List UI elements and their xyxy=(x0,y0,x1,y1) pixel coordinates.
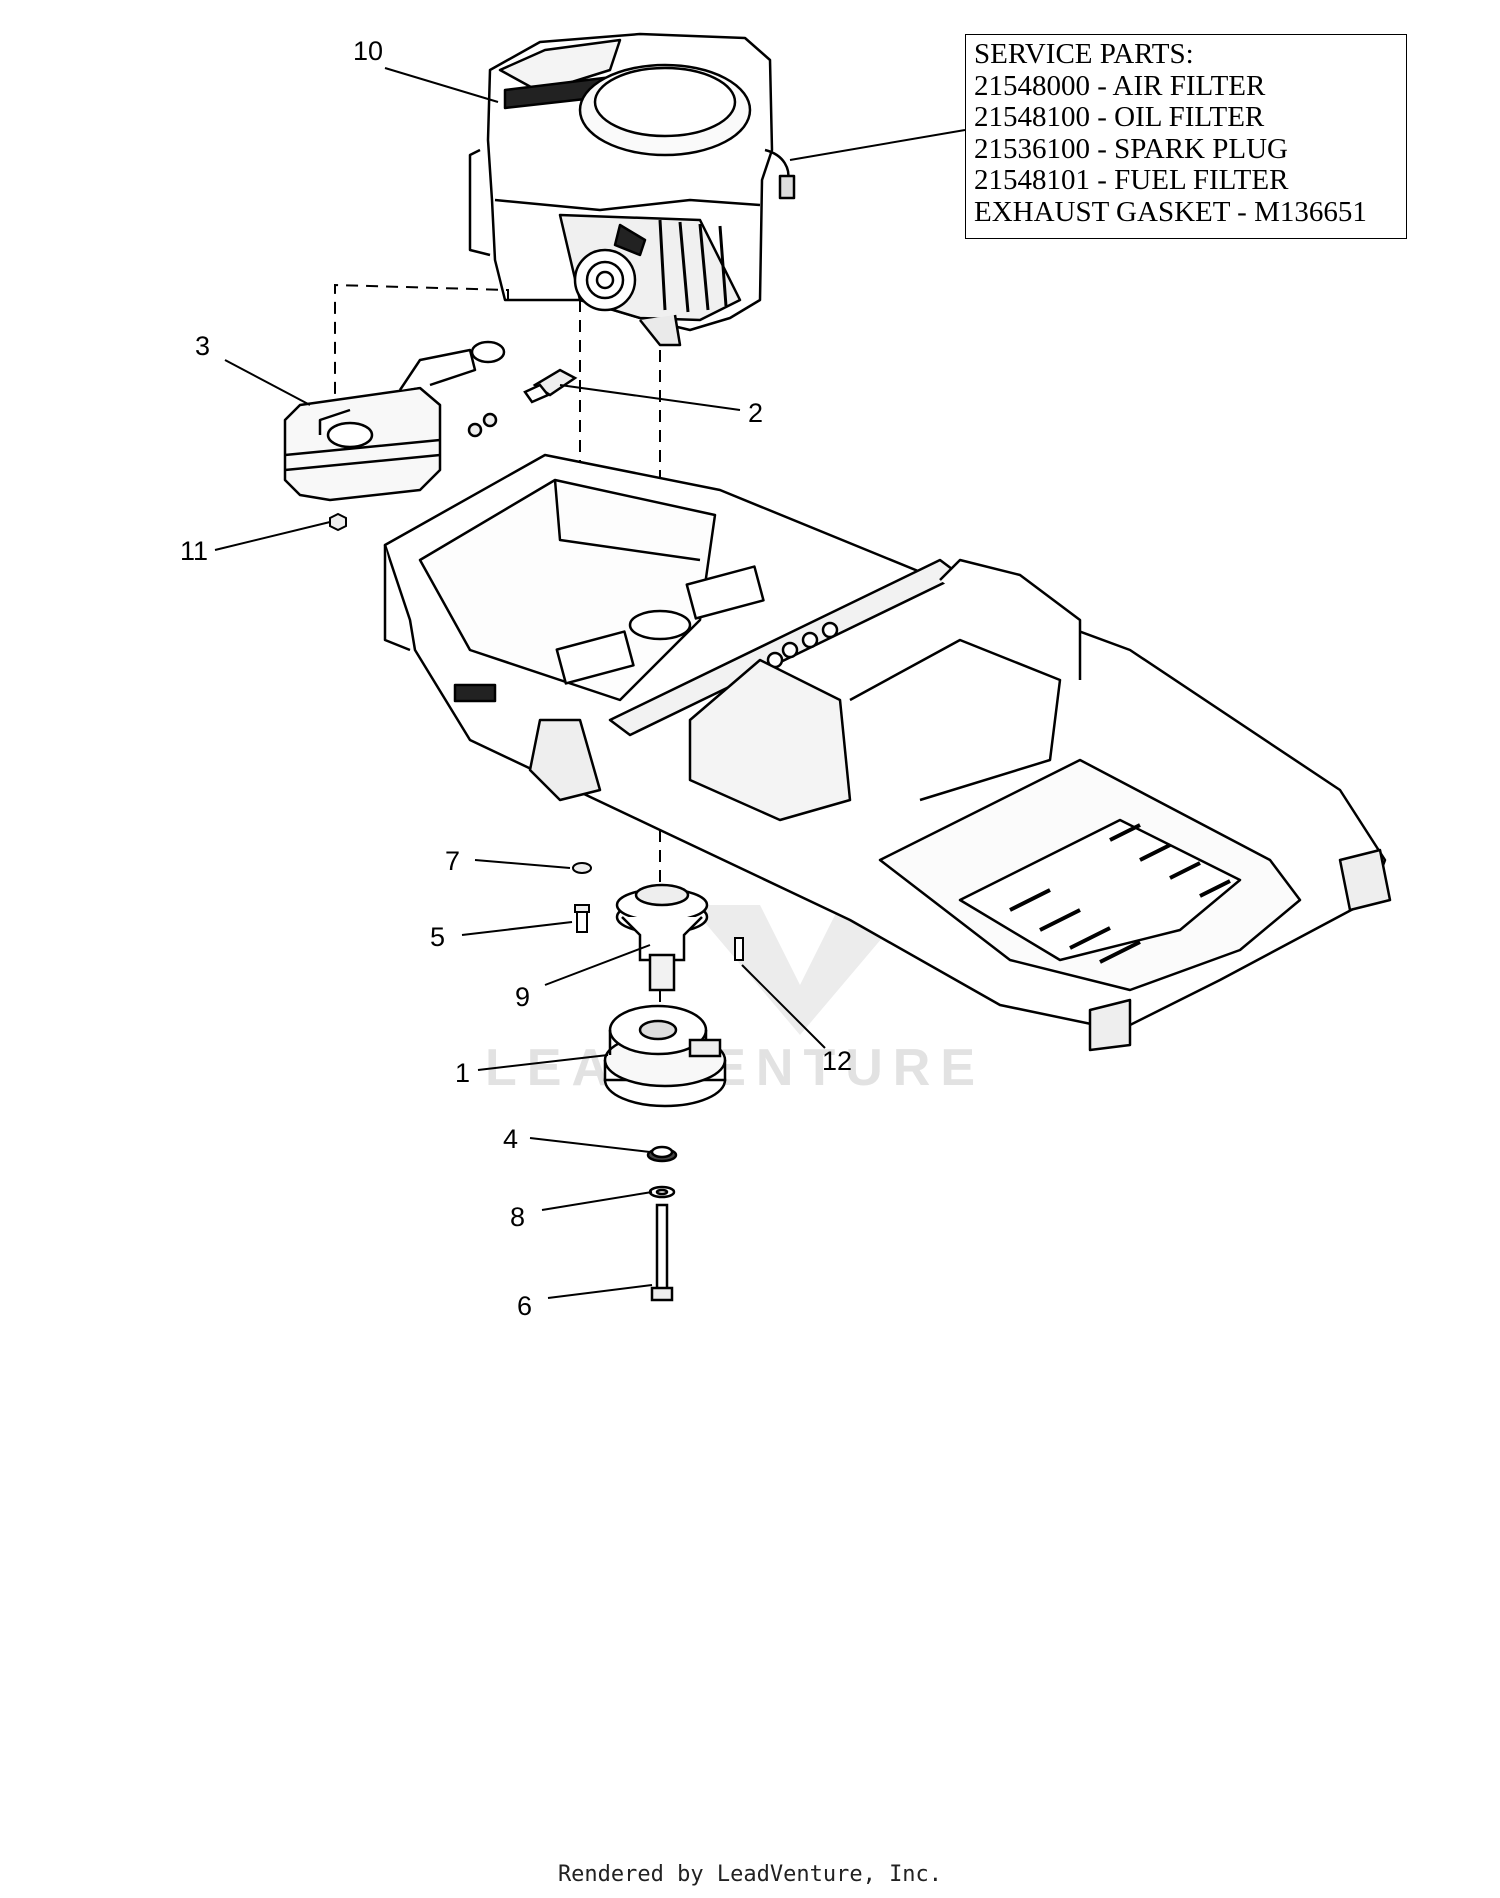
leader-7 xyxy=(474,859,571,869)
frame xyxy=(383,453,1392,1052)
engine xyxy=(468,32,796,347)
callout-4: 4 xyxy=(503,1124,518,1154)
service-parts-title: SERVICE PARTS: xyxy=(974,38,1194,70)
callout-3: 3 xyxy=(195,331,210,361)
watermark: LEADVENTURE xyxy=(485,905,985,1097)
footer-credit: Rendered by LeadVenture, Inc. xyxy=(557,1862,943,1887)
service-part-air-filter: 21548000 - AIR FILTER xyxy=(974,69,1266,102)
service-part-spark-plug: 21536100 - SPARK PLUG xyxy=(974,132,1288,165)
leader-2 xyxy=(559,384,741,411)
service-parts-box: SERVICE PARTS: 21548000 - AIR FILTER 215… xyxy=(965,34,1407,239)
leader-4 xyxy=(529,1137,651,1153)
callout-6: 6 xyxy=(517,1291,532,1321)
callout-11: 11 xyxy=(180,536,208,566)
clutch-hardware xyxy=(646,1145,678,1302)
leader-11 xyxy=(214,521,331,551)
fitting xyxy=(523,368,578,404)
watermark-text: LEADVENTURE xyxy=(485,1039,985,1097)
service-part-oil-filter: 21548100 - OIL FILTER xyxy=(974,101,1265,133)
leader-9 xyxy=(544,944,651,986)
leader-8 xyxy=(541,1191,653,1211)
leader-12 xyxy=(741,964,826,1049)
leader-5 xyxy=(461,921,573,936)
callout-8: 8 xyxy=(510,1202,525,1232)
service-part-exhaust-gasket: EXHAUST GASKET - M136651 xyxy=(974,195,1367,228)
leader-3 xyxy=(224,359,311,406)
leader-lines xyxy=(214,67,966,1299)
leader-1 xyxy=(477,1054,609,1071)
service-part-fuel-filter: 21548101 - FUEL FILTER xyxy=(974,164,1289,196)
callouts: 10 3 2 11 7 5 9 12 1 4 8 6 xyxy=(180,36,852,1321)
small-hardware xyxy=(572,862,744,961)
callout-12: 12 xyxy=(822,1046,852,1076)
watermark-logo xyxy=(690,905,910,1035)
callout-7: 7 xyxy=(445,846,460,876)
leader-10 xyxy=(384,67,499,103)
callout-1: 1 xyxy=(455,1058,470,1088)
leader-6 xyxy=(547,1284,653,1299)
callout-2: 2 xyxy=(748,398,763,428)
nut xyxy=(329,512,347,532)
muffler xyxy=(283,340,506,502)
clutch xyxy=(603,1004,727,1108)
leader-service xyxy=(789,129,966,161)
callout-9: 9 xyxy=(515,982,530,1012)
callout-10: 10 xyxy=(353,36,383,66)
pulley xyxy=(615,883,709,992)
callout-5: 5 xyxy=(430,922,445,952)
